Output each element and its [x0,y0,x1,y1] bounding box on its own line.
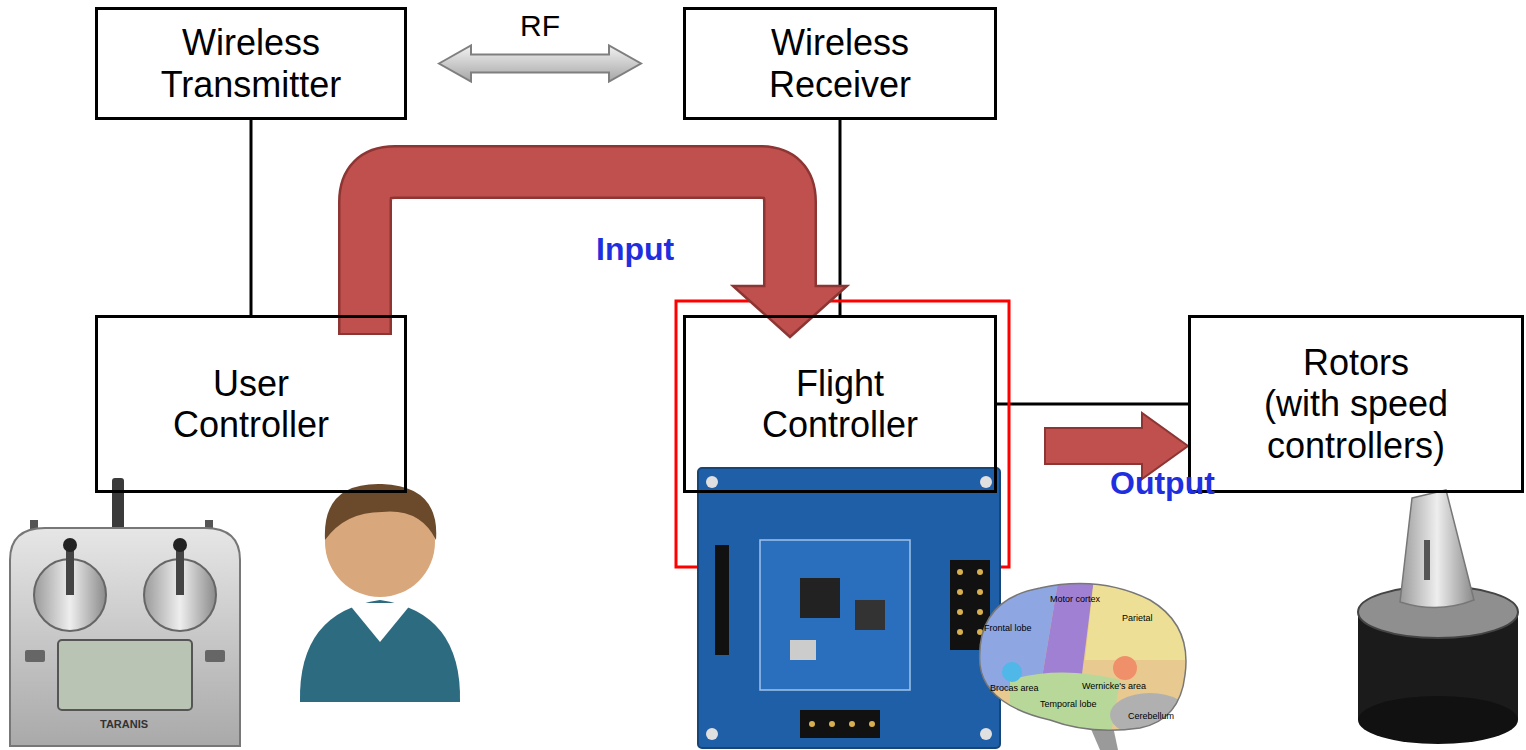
receiver-box: Wireless Receiver [683,7,997,120]
brand-label: TARANIS [100,718,148,730]
node-text-group: Wireless Receiver [720,22,960,105]
wire-line [250,120,253,315]
box-label: Rotors (with speed controllers) [1261,342,1451,466]
brain-part-label: Frontal lobe [984,624,1032,634]
brain-part-label: Motor cortex [1050,595,1100,605]
input-label: Input [596,232,674,267]
node-text-group: Rotors (with speed controllers) [1261,342,1451,466]
brain-part-label: Brocas area [990,684,1039,694]
box-label: Flight Controller [725,363,955,446]
brain-part-label: Parietal [1122,614,1153,624]
node-text-group: User Controller [136,363,366,446]
brain-illustration [970,570,1200,750]
brain-part-label: Cerebellum [1128,712,1174,722]
motor-illustration [1358,490,1518,744]
transmitter-box: Wireless Transmitter [95,7,407,120]
node-text-group: Flight Controller [725,363,955,446]
output-label: Output [1110,466,1215,501]
circuit-board [698,468,1000,748]
radio-transmitter [10,478,240,746]
box-label: Wireless Receiver [720,22,960,105]
rotors-box: Rotors (with speed controllers) [1188,315,1524,493]
rf-link-arrow [439,46,641,82]
flight-controller-box: Flight Controller [683,315,997,493]
box-label: User Controller [136,363,366,446]
node-text-group: Wireless Transmitter [131,22,371,105]
input-arrow [365,172,847,337]
brain-part-label: Temporal lobe [1040,700,1097,710]
person-icon [300,484,460,702]
brain-part-label: Wernicke's area [1082,682,1146,692]
edge-label: RF [517,9,563,42]
box-label: Wireless Transmitter [131,22,371,105]
wire-line [997,403,1188,406]
user-controller-box: User Controller [95,315,407,493]
